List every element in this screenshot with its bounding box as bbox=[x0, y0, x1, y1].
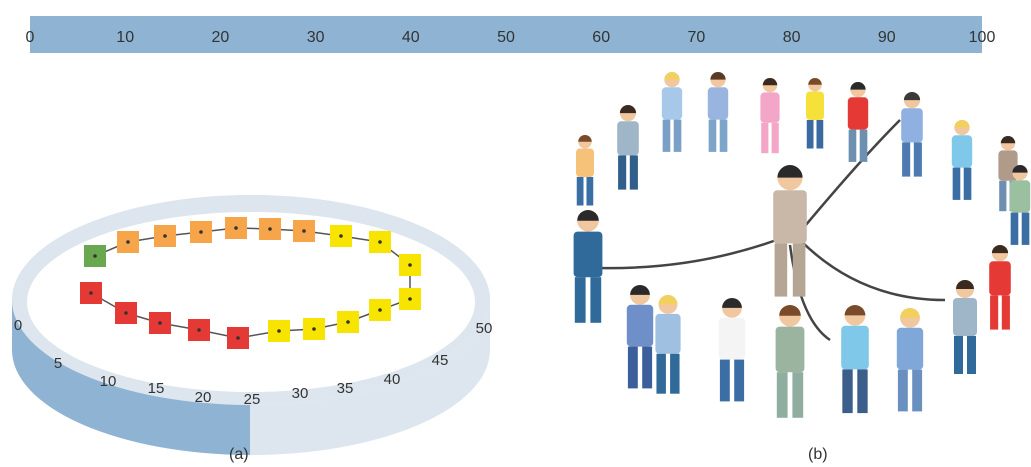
ring-tick-label: 15 bbox=[148, 380, 165, 397]
ruler-tick-label: 50 bbox=[497, 29, 515, 46]
rope bbox=[599, 233, 791, 270]
child-figure bbox=[989, 245, 1011, 330]
ring-node-dot bbox=[197, 328, 201, 332]
rope bbox=[788, 244, 831, 342]
child-figure bbox=[847, 81, 869, 162]
child-figure bbox=[573, 210, 603, 323]
ring-node-dot bbox=[408, 263, 412, 267]
panel-b-children-circle bbox=[573, 71, 1031, 418]
ruler-tick-label: 90 bbox=[878, 29, 896, 46]
ring-inner-hole bbox=[27, 212, 475, 392]
child-figure bbox=[661, 71, 683, 152]
ropes bbox=[599, 119, 946, 342]
ring-node-dot bbox=[302, 229, 306, 233]
child-figure bbox=[760, 77, 780, 154]
ruler-tick-labels: 0 10 20 30 40 50 60 70 80 90 100 bbox=[26, 29, 996, 46]
ring-node-dot bbox=[346, 320, 350, 324]
ring-node-dot bbox=[378, 308, 382, 312]
ring-tick-label: 10 bbox=[100, 373, 117, 390]
ring-node-dot bbox=[158, 321, 162, 325]
ruler-tick-label: 80 bbox=[783, 29, 801, 46]
ring-tick-label: 40 bbox=[384, 371, 401, 388]
ring-tick-label: 25 bbox=[244, 391, 261, 408]
ring-tick-label: 35 bbox=[337, 380, 354, 397]
rope bbox=[799, 119, 901, 233]
panel-a-ring-diagram: 0 5 10 15 20 25 30 35 40 45 50 bbox=[12, 195, 492, 455]
ring-tick-label: 0 bbox=[14, 317, 22, 334]
ring-node-dot bbox=[378, 240, 382, 244]
child-figure bbox=[655, 295, 681, 394]
ring-node-dot bbox=[236, 336, 240, 340]
child-figure bbox=[901, 92, 923, 177]
number-line-ruler: 0 10 20 30 40 50 60 70 80 90 100 bbox=[26, 16, 996, 53]
child-figure bbox=[576, 135, 594, 206]
ring-tick-label: 5 bbox=[54, 355, 62, 372]
child-figure bbox=[806, 78, 824, 149]
ring-node-dot bbox=[126, 240, 130, 244]
ruler-tick-label: 60 bbox=[592, 29, 610, 46]
child-figure bbox=[718, 297, 746, 402]
ring-nodes bbox=[80, 217, 421, 349]
child-figure bbox=[841, 305, 869, 414]
caption-panel-b: (b) bbox=[808, 446, 828, 463]
child-figure bbox=[617, 105, 639, 190]
rope bbox=[799, 239, 946, 302]
ruler-tick-label: 40 bbox=[402, 29, 420, 46]
child-figure bbox=[1009, 164, 1031, 245]
child-figure bbox=[707, 71, 729, 152]
ring-node-dot bbox=[163, 234, 167, 238]
ring-node-dot bbox=[234, 226, 238, 230]
ring-node-dot bbox=[277, 329, 281, 333]
ring-node-dot bbox=[339, 234, 343, 238]
ring-tick-label: 20 bbox=[195, 389, 212, 406]
ruler-tick-label: 10 bbox=[116, 29, 134, 46]
ruler-tick-label: 70 bbox=[688, 29, 706, 46]
ruler-tick-label: 100 bbox=[969, 29, 996, 46]
ring-tick-label: 30 bbox=[292, 385, 309, 402]
child-figure bbox=[951, 119, 973, 200]
ring-node-dot bbox=[124, 311, 128, 315]
ruler-tick-label: 30 bbox=[307, 29, 325, 46]
caption-panel-a: (a) bbox=[229, 446, 249, 463]
ring-node-dot bbox=[89, 291, 93, 295]
child-figure bbox=[773, 165, 807, 297]
ring-node-dot bbox=[408, 297, 412, 301]
ring-front-band-dark bbox=[12, 300, 250, 455]
ring-node-dot bbox=[268, 227, 272, 231]
ring-node-dot bbox=[93, 254, 97, 258]
ring-tick-labels: 0 5 10 15 20 25 30 35 40 45 50 bbox=[14, 317, 493, 408]
ring-tick-label: 50 bbox=[476, 320, 493, 337]
child-figure bbox=[775, 304, 805, 418]
ruler-tick-label: 20 bbox=[212, 29, 230, 46]
ruler-tick-label: 0 bbox=[26, 29, 35, 46]
child-figure bbox=[953, 280, 977, 374]
ring-node-dot bbox=[312, 327, 316, 331]
ring-tick-label: 45 bbox=[432, 352, 449, 369]
ring-node-dot bbox=[199, 230, 203, 234]
people bbox=[573, 71, 1031, 418]
ruler-bar bbox=[30, 16, 982, 53]
child-figure bbox=[896, 307, 924, 412]
child-figure bbox=[626, 284, 654, 389]
